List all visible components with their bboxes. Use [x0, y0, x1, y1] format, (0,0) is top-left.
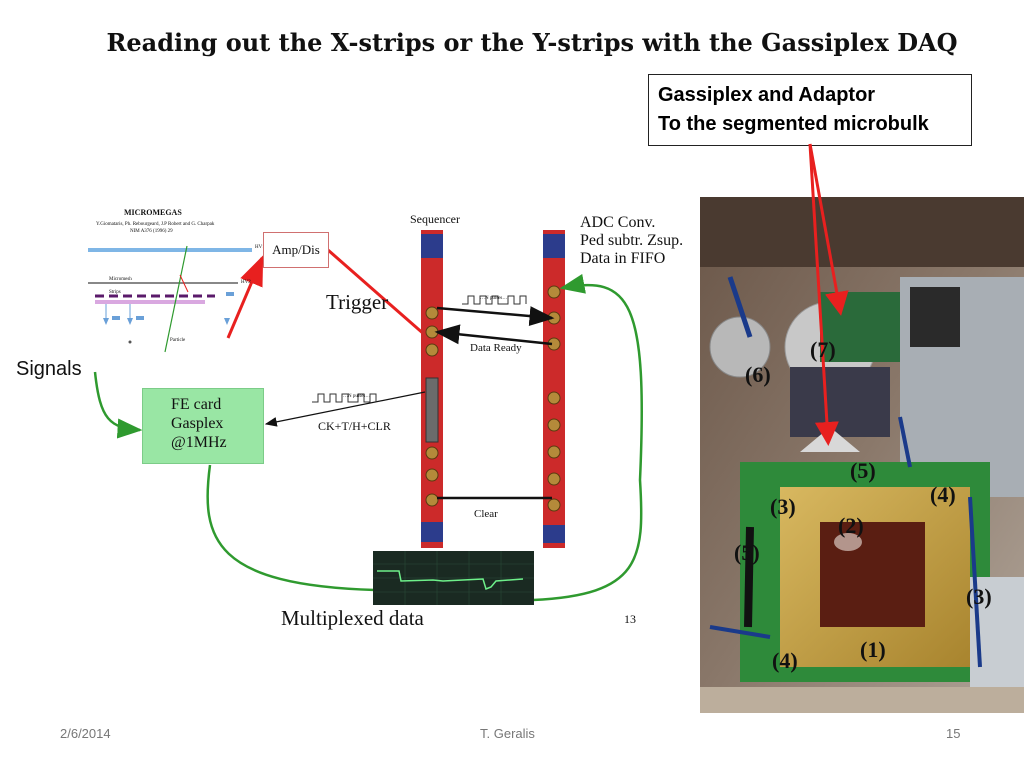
photo-label-4-bottom: (4)	[772, 648, 798, 673]
micromegas-mesh-label: Micromesh	[109, 277, 132, 282]
micromegas-particle-label: Particle	[170, 338, 186, 343]
photo-label-5-left: (5)	[734, 540, 760, 565]
photo-label-1: (1)	[860, 637, 886, 662]
inner-page-number: 13	[624, 612, 636, 626]
oscilloscope-image	[373, 551, 534, 605]
slide-title: Reading out the X-strips or the Y-strips…	[106, 28, 958, 57]
clear-label: Clear	[474, 508, 498, 520]
trigger-label: Trigger	[326, 290, 389, 314]
fe-card-line-3: @1MHz	[171, 434, 227, 451]
micromegas-schematic	[88, 245, 252, 353]
fe-card-box: FE card Gasplex @1MHz	[142, 388, 264, 464]
micromegas-hv1-label: HV1	[255, 245, 265, 250]
detector-setup-photo	[700, 197, 1024, 713]
footer-author: T. Geralis	[480, 726, 535, 741]
signals-label: Signals	[16, 358, 82, 380]
callout-line-2: To the segmented microbulk	[658, 113, 929, 135]
photo-label-5-top: (5)	[850, 458, 876, 483]
photo-label-3-right: (3)	[966, 584, 992, 609]
fe-card-line-2: Gasplex	[171, 415, 224, 432]
adc-label-3: Data in FIFO	[580, 250, 666, 267]
ck-label: CK+T/H+CLR	[318, 419, 391, 433]
adc-label-1: ADC Conv.	[580, 214, 656, 231]
sequencer-label: Sequencer	[410, 212, 460, 226]
pulse-label-top: …N pulses…	[480, 296, 508, 301]
photo-label-2: (2)	[838, 513, 864, 538]
gassiplex-callout: Gassiplex and Adaptor To the segmented m…	[648, 74, 972, 146]
photo-label-3-left: (3)	[770, 494, 796, 519]
pulse-label-bottom: …N pulses…	[343, 394, 371, 399]
photo-label-6: (6)	[745, 362, 771, 387]
micromegas-hv2-label: HV2	[241, 280, 251, 285]
photo-label-4-right: (4)	[930, 482, 956, 507]
data-ready-label: Data Ready	[470, 342, 522, 354]
photo-label-7: (7)	[810, 337, 836, 362]
micromegas-strips-label: Strips	[109, 290, 121, 295]
callout-line-1: Gassiplex and Adaptor	[658, 84, 876, 106]
footer-date: 2/6/2014	[60, 726, 111, 741]
adc-label-2: Ped subtr. Zsup.	[580, 232, 684, 249]
multiplexed-data-label: Multiplexed data	[281, 606, 424, 630]
amp-dis-box: Amp/Dis	[263, 232, 329, 268]
sequencer-module	[421, 230, 443, 548]
micromegas-header: MICROMEGAS	[124, 208, 182, 217]
micromegas-ref-journal: NIM A376 (1996) 29	[130, 229, 173, 234]
fe-card-line-1: FE card	[171, 396, 222, 413]
footer-page-number: 15	[946, 726, 961, 741]
micromegas-ref-authors: Y.Giomataris, Ph. Rebourgeard, J.P Rober…	[96, 222, 215, 227]
